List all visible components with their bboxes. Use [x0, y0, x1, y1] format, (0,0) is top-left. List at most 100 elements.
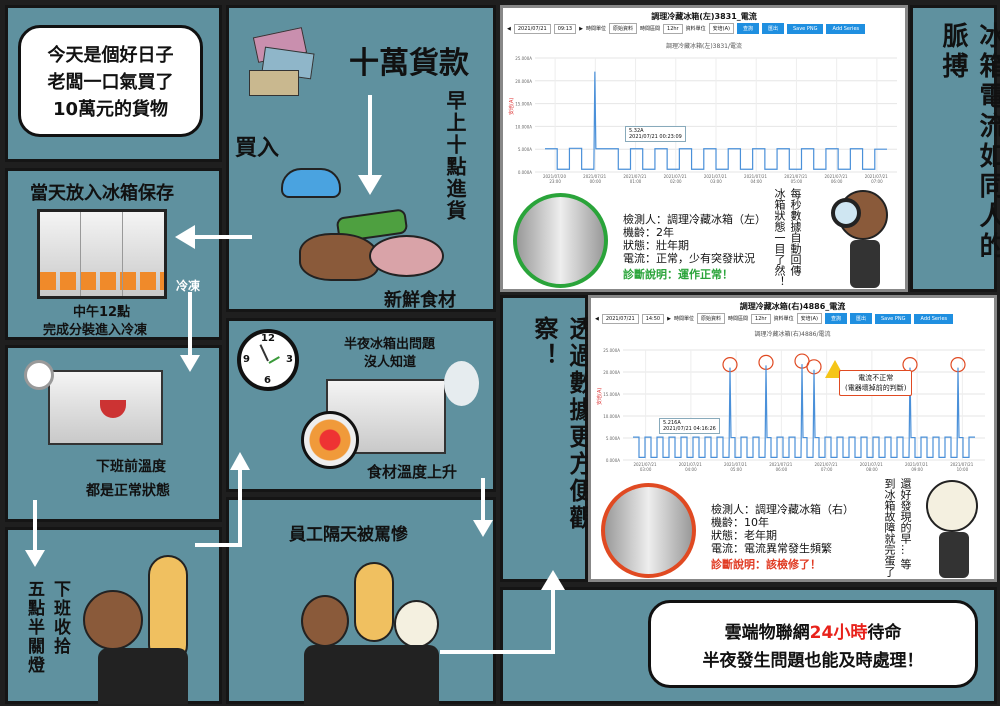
clock-icon: 12 3 6 9 [237, 329, 299, 391]
save-png-button[interactable]: Save PNG [786, 23, 824, 34]
save-png-button[interactable]: Save PNG [874, 313, 912, 324]
dog-character [926, 480, 978, 532]
tooltip-time: 2021/07/21 04:16:26 [663, 426, 716, 432]
next-icon[interactable]: ▶ [579, 25, 583, 32]
y-axis-label: 安培(A) [596, 388, 603, 405]
current-line-chart: 0.000A5.000A10.000A15.000A20.000A25.000A… [596, 348, 985, 472]
time-range-select[interactable]: 12hr [663, 23, 683, 34]
money-icon [245, 27, 320, 102]
panel-caption: 食材溫度上升 [367, 463, 458, 481]
speech-bubble: 今天是個好日子 老闆一口氣買了 10萬元的貨物 [18, 25, 203, 137]
y-tick-label: 15.000A [515, 102, 532, 107]
panel-caption: 新鮮食材 [384, 290, 456, 311]
chart-tooltip: 5.32A 2021/07/21 00:23:09 [625, 126, 686, 142]
panel-good-day: 今天是個好日子 老闆一口氣買了 10萬元的貨物 [5, 5, 222, 162]
info-line: 電流：電流異常發生頻繁 [711, 542, 832, 555]
chart-subtitle: 調理冷藏冰箱(左)3831/電流 [666, 43, 742, 50]
label: 時間區間 [640, 26, 661, 32]
gauge-icon [24, 360, 54, 390]
info-line: 狀態：壯年期 [623, 239, 689, 252]
caption-line: 下班前溫度 [96, 459, 166, 475]
bubble-line: 今天是個好日子 [47, 45, 174, 66]
x-tick-label: 2021/07/21 05:00 [724, 462, 748, 472]
label: 資料單位 [685, 26, 706, 32]
clock-number: 3 [286, 354, 293, 365]
chart-toolbar: ◀ 2021/07/21 14:50 ▶ 時間單位 原始資料 時間區間 12hr… [595, 313, 954, 324]
comment-text: 每秒數據自動回傳 冰箱狀態一目了然！ [771, 188, 803, 288]
query-button[interactable]: 查詢 [824, 313, 847, 324]
query-button[interactable]: 查詢 [736, 23, 759, 34]
add-series-button[interactable]: Add Series [826, 23, 866, 34]
text: 待命 [867, 623, 902, 643]
panel-before-closing: 下班前溫度 都是正常狀態 [5, 345, 222, 522]
caption-line: 中午12點 [73, 305, 131, 320]
info-line: 狀態：老年期 [711, 529, 777, 542]
series-line [545, 71, 887, 170]
prev-icon[interactable]: ◀ [507, 25, 511, 32]
bubble-line: 10萬元的貨物 [52, 99, 169, 120]
giraffe-character [148, 555, 188, 665]
fridge-info: 檢測人：調理冷藏冰箱（左） 機齡：2年 狀態：壯年期 電流：正常，少有突發狀況 … [623, 213, 766, 281]
x-tick-label: 2021/07/21 03:00 [633, 462, 657, 472]
tooltip-time: 2021/07/21 00:23:09 [629, 134, 682, 140]
y-axis-label: 安培(A) [508, 98, 515, 115]
warning-box: 電流不正常 (電器壞掉前的判斷) [839, 370, 913, 396]
speech-bubble: 雲端物聯網24小時待命 半夜發生問題也能及時處理！ [648, 600, 978, 688]
fridge-photo [601, 483, 696, 578]
date-input[interactable]: 2021/07/21 [601, 313, 639, 324]
panel-purchase: 十萬貨款 買入 早上十點進貨 新鮮食材 [226, 5, 496, 312]
export-button[interactable]: 匯出 [849, 313, 872, 324]
monkey-character [301, 595, 349, 647]
chart-title: 調理冷藏冰箱(右)4886_電流 [739, 302, 846, 311]
time-unit-select[interactable]: 原始資料 [608, 23, 637, 34]
label: 時間區間 [728, 316, 749, 322]
food-icon [299, 208, 449, 283]
x-tick-label: 2021/07/21 03:00 [704, 174, 728, 184]
panel-closing: 下班收拾 五點半關燈 [5, 527, 222, 704]
time-range-select[interactable]: 12hr [751, 313, 771, 324]
x-tick-label: 2021/07/21 04:00 [744, 174, 768, 184]
title-line: 沒人知道 [364, 355, 417, 370]
y-tick-label: 25.000A [603, 348, 620, 353]
panel-title: 當天放入冰箱保存 [30, 183, 174, 204]
freezer-icon [37, 209, 167, 299]
panel-midnight-problem: 12 3 6 9 半夜冰箱出問題 沒人知道 食材溫度上升 [226, 318, 496, 492]
caption-line: 都是正常狀態 [86, 483, 170, 499]
comment-text: 還好發現的早… 等到冰箱故障就完蛋了 [881, 478, 913, 578]
time-unit-select[interactable]: 原始資料 [696, 313, 725, 324]
panel-title: 十萬貨款 [349, 46, 469, 81]
side-title-panel: 冰箱電流如同人的脈搏 [910, 5, 1000, 292]
x-tick-label: 2021/07/21 01:00 [623, 174, 647, 184]
time-input[interactable]: 09:13 [553, 23, 577, 34]
y-tick-label: 25.000A [515, 56, 532, 61]
giraffe-character [354, 562, 394, 642]
info-line: 檢測人：調理冷藏冰箱（左） [623, 213, 766, 226]
export-button[interactable]: 匯出 [761, 23, 784, 34]
monkey-character [83, 590, 143, 650]
add-series-button[interactable]: Add Series [914, 313, 954, 324]
info-line: 檢測人：調理冷藏冰箱（右） [711, 503, 854, 516]
bubble-line: 半夜發生問題也能及時處理！ [702, 651, 924, 671]
current-line-chart: 0.000A5.000A10.000A15.000A20.000A25.000A… [508, 56, 897, 184]
chart-subtitle: 調理冷藏冰箱(右)4886/電流 [754, 331, 831, 338]
series-line [633, 364, 975, 458]
prev-icon[interactable]: ◀ [595, 315, 599, 322]
side-title2-panel: 透過數據更方便觀察！ [500, 295, 593, 582]
panel-scolded: 員工隔天被罵慘 [226, 497, 496, 705]
label: 資料單位 [773, 316, 794, 322]
x-tick-label: 2021/07/21 00:00 [583, 174, 607, 184]
next-icon[interactable]: ▶ [667, 315, 671, 322]
data-unit-select[interactable]: 安培(A) [708, 23, 734, 34]
chart-toolbar: ◀ 2021/07/21 09:13 ▶ 時間單位 原始資料 時間區間 12hr… [507, 23, 866, 34]
x-tick-label: 2021/07/21 07:00 [814, 462, 838, 472]
x-tick-label: 2021/07/21 02:00 [664, 174, 688, 184]
bubble-line: 老闆一口氣買了 [47, 72, 174, 93]
panel-caption: 員工隔天被罵慘 [289, 525, 408, 545]
label: 時間單位 [673, 316, 694, 322]
freeze-label: 冷凍 [176, 279, 201, 293]
time-input[interactable]: 14:50 [641, 313, 665, 324]
bubble-line: 雲端物聯網24小時待命 [651, 619, 975, 647]
date-input[interactable]: 2021/07/21 [513, 23, 551, 34]
vertical-caption: 下班收拾 [50, 580, 70, 656]
data-unit-select[interactable]: 安培(A) [796, 313, 822, 324]
